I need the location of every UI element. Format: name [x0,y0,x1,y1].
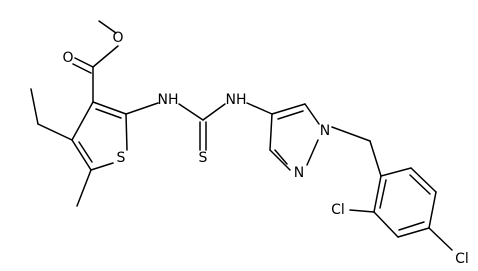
bond-c5p-n1 [304,103,320,125]
bond-c3p-c4p [269,113,273,151]
bond-c2-s [125,113,128,151]
atom-nh-right: NH [226,92,247,108]
bond-ar6-cl [349,209,375,213]
bond-ar2-ar3 [410,167,437,193]
bond-methyl-ester-o [98,20,117,34]
atom-o-ester: O [112,30,123,46]
bond-ch2-ch3 [30,88,39,125]
bond-n1-ch2 [331,126,371,142]
bond-ar5-ar6 [373,211,399,238]
bond-ar4-ar5-inner [398,221,425,231]
bond-c5-c4 [71,139,92,171]
bond-ar2-ar3-inner [409,174,431,195]
bond-ar1-ar2 [380,167,412,177]
bond-ar3-ar4 [428,191,437,229]
bond-ar4-ar5 [397,227,430,238]
bond-n1-n2 [306,139,319,166]
bond-c4-c3 [71,101,94,141]
atom-s-ring: S [117,150,126,166]
atom-labels: O O S NH NH S N N Cl Cl [62,30,468,267]
bond-carbonyl-o-1 [74,57,94,68]
atom-cl-ortho: Cl [331,202,345,218]
atom-cl-para: Cl [455,251,469,267]
bond-nh-cs [178,103,204,121]
bond-ar6-ar1-inner [379,179,387,209]
bond-ch2-aryl [369,140,382,177]
bond-c4-ch2 [37,123,73,141]
bonds [30,20,453,251]
atom-n-pyrazole-2: N [294,165,304,181]
bond-ar6-ar1 [373,175,382,213]
bond-c4p-c5p [271,103,306,115]
bond-c4p-c5p-inner [277,110,304,120]
bond-s-c5 [90,162,114,171]
bond-ar4-cl [428,227,453,251]
bond-carbonyl-o-2 [72,63,92,74]
bond-ester-o-carbonyl [92,45,119,68]
bond-cs-nh [202,103,226,121]
bond-n2-c3p [269,149,291,171]
bond-c2-nh [125,102,159,115]
bond-c5-methyl [76,169,92,207]
atom-s-thione: S [199,150,208,166]
bond-n2-c3p-inner [274,149,288,165]
bond-c3-c2-inner [95,108,122,119]
atom-nh-left: NH [158,92,179,108]
atom-o-carbonyl: O [62,50,73,66]
bond-nh-pyrazole [246,102,273,115]
bond-c3-c2 [92,101,127,115]
atom-n-pyrazole-1: N [320,123,330,139]
bond-c5-c4-inner [78,141,93,163]
